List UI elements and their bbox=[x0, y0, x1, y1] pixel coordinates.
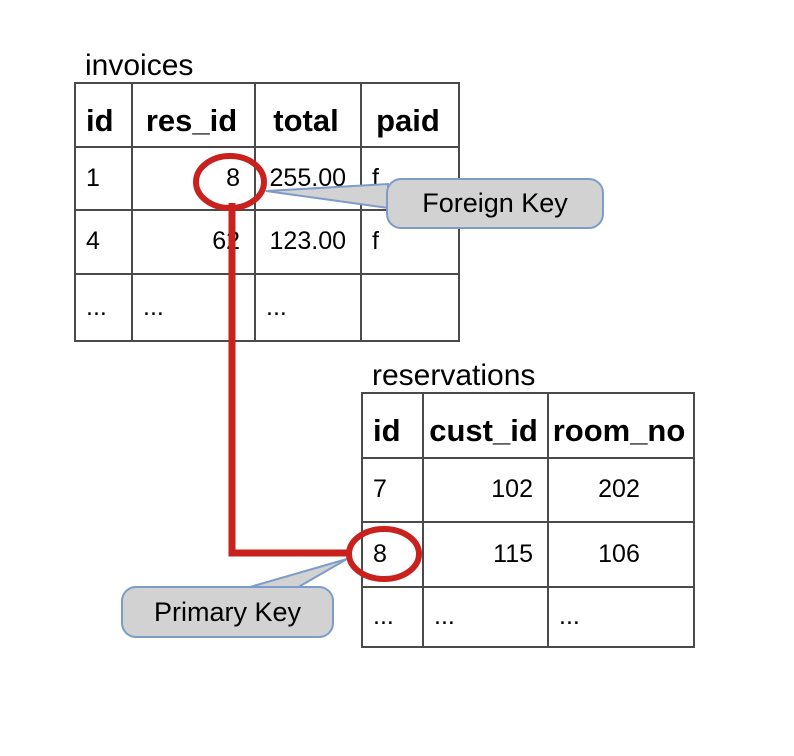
invoices-table: id res_id total paid 1 8 255.00 f 4 62 1… bbox=[74, 82, 460, 342]
column-header-cust-id: cust_id bbox=[424, 394, 549, 459]
table-cell: 1 bbox=[76, 148, 133, 211]
table-cell: 106 bbox=[549, 523, 695, 588]
table-cell bbox=[362, 275, 460, 342]
reservations-table-title: reservations bbox=[372, 359, 536, 392]
table-cell: 7 bbox=[363, 459, 424, 523]
table-cell-foreign-key: 8 bbox=[133, 148, 256, 211]
primary-key-callout-label: Primary Key bbox=[153, 596, 302, 627]
column-header-paid: paid bbox=[362, 84, 460, 148]
table-cell: ... bbox=[76, 275, 133, 342]
table-cell: f bbox=[362, 211, 460, 275]
primary-key-callout-bubble bbox=[121, 586, 334, 638]
column-header-total: total bbox=[256, 84, 362, 148]
table-cell: 4 bbox=[76, 211, 133, 275]
column-header-id: id bbox=[76, 84, 133, 148]
table-cell: 115 bbox=[424, 523, 549, 588]
table-cell: ... bbox=[133, 275, 256, 342]
column-header-room-no: room_no bbox=[549, 394, 695, 459]
table-cell-primary-key: 8 bbox=[363, 523, 424, 588]
table-cell: 255.00 bbox=[256, 148, 362, 211]
table-cell: f bbox=[362, 148, 460, 211]
invoices-table-title: invoices bbox=[85, 49, 194, 82]
column-header-id: id bbox=[363, 394, 424, 459]
table-cell: 123.00 bbox=[256, 211, 362, 275]
table-cell: 202 bbox=[549, 459, 695, 523]
column-header-res-id: res_id bbox=[133, 84, 256, 148]
table-cell: ... bbox=[549, 588, 695, 648]
table-cell: ... bbox=[424, 588, 549, 648]
table-cell: ... bbox=[363, 588, 424, 648]
table-cell: ... bbox=[256, 275, 362, 342]
reservations-table: id cust_id room_no 7 102 202 8 115 106 .… bbox=[361, 392, 695, 648]
primary-key-callout-tail bbox=[242, 558, 348, 590]
table-cell: 62 bbox=[133, 211, 256, 275]
table-cell: 102 bbox=[424, 459, 549, 523]
